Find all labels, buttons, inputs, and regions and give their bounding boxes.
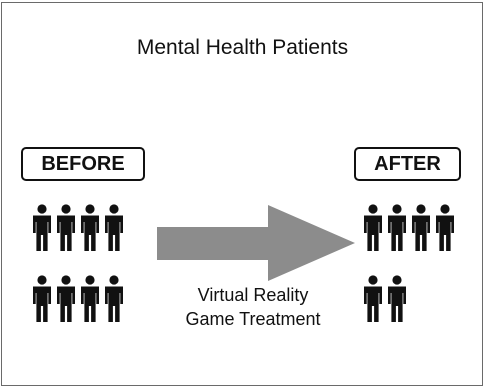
arrow-shape (157, 205, 355, 281)
before-patient-icon (33, 204, 51, 251)
after-patient-icon (388, 204, 406, 251)
treatment-label-line2: Game Treatment (185, 309, 321, 329)
before-patient-icon (33, 275, 51, 322)
diagram-title: Mental Health Patients (136, 36, 349, 59)
before-label: BEFORE (21, 147, 145, 181)
after-patient-icon (364, 275, 382, 322)
after-patient-icon (436, 204, 454, 251)
before-patient-icon (57, 204, 75, 251)
before-patient-icon (81, 275, 99, 322)
after-patient-icon (364, 204, 382, 251)
before-patient-icon (105, 275, 123, 322)
before-patient-icon (105, 204, 123, 251)
before-patient-icon (57, 275, 75, 322)
after-label: AFTER (354, 147, 461, 181)
treatment-label-line1: Virtual Reality (197, 285, 309, 305)
before-patient-icon (81, 204, 99, 251)
after-patient-icon (388, 275, 406, 322)
after-patient-icon (412, 204, 430, 251)
